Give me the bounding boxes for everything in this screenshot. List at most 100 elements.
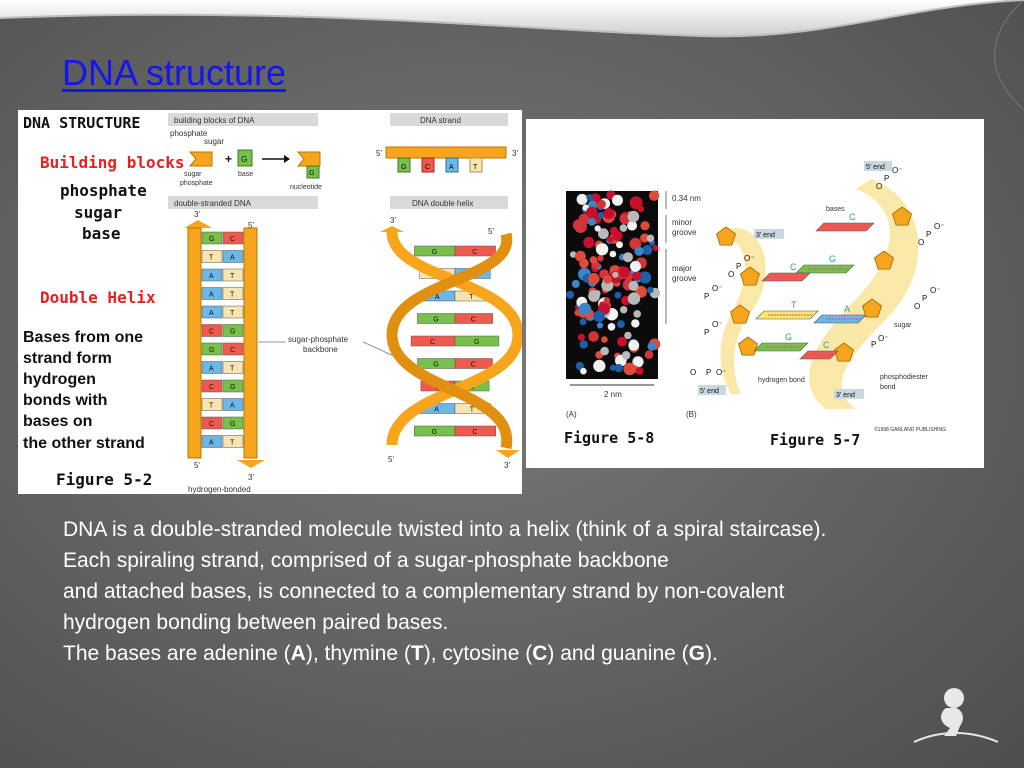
atom-sphere [593, 359, 606, 372]
box-double-helix: DNA double helix [412, 199, 473, 208]
ladder-base-label: A [230, 403, 235, 410]
atom-sphere [647, 286, 654, 294]
ladder-base-label: G [209, 236, 214, 243]
helix-5-bottom: 5' [388, 455, 394, 464]
atom-sphere [617, 336, 627, 347]
label-3end-bottom: 3' end [836, 392, 855, 399]
helix-strand-a [386, 231, 524, 446]
helix-5-top: 5' [488, 227, 494, 236]
atom-sphere [628, 280, 639, 291]
svg-text:P: P [926, 230, 931, 239]
atom-sphere [607, 323, 616, 331]
ladder-base-left [201, 305, 223, 319]
helix-strand-b [386, 232, 513, 450]
figure-5-2-panel: DNA STRUCTURE Building blocks phosphate … [18, 110, 524, 494]
svg-text:O: O [914, 302, 920, 311]
svg-text:O: O [728, 270, 734, 279]
ladder-base-left [201, 435, 223, 448]
base-letter: G [785, 332, 792, 342]
atom-sphere [570, 251, 577, 258]
helix-base-label: C [472, 429, 477, 436]
atom-sphere [603, 208, 615, 220]
label-phosphate: phosphate [170, 129, 208, 138]
atom-sphere [628, 339, 640, 351]
svg-text:O: O [876, 182, 882, 191]
fig-heading: DNA STRUCTURE [23, 114, 140, 132]
atom-sphere [577, 333, 585, 341]
helix-base-right [454, 313, 493, 324]
label-sugar-right: sugar [894, 322, 912, 329]
label-phosphodiester: phosphodiester [880, 374, 929, 381]
svg-text:O: O [918, 238, 924, 247]
helix-base-label: C [471, 317, 476, 324]
ladder-base-right [222, 361, 244, 374]
ladder-base-label: T [230, 440, 235, 447]
ladder-base-label: C [209, 384, 214, 391]
label-5end-bottom: 5' end [700, 388, 719, 395]
label-hbond: hydrogen bond [758, 377, 805, 384]
strand-3-end: 3' [512, 149, 518, 158]
base-g: G [688, 642, 706, 665]
label-minor-2: groove [672, 228, 697, 237]
sugar-ring [716, 226, 736, 246]
atom-sphere [632, 356, 644, 368]
label-phosphodiester-2: bond [880, 384, 896, 391]
label-b: (B) [686, 410, 697, 419]
atom-sphere [633, 310, 641, 318]
svg-text:G: G [241, 155, 247, 164]
atom-sphere [646, 234, 655, 243]
box-dna-strand: DNA strand [420, 116, 461, 125]
bb-sugar: sugar [74, 203, 122, 222]
atom-sphere [644, 350, 654, 359]
sugar-ring [834, 342, 854, 362]
note-line: bonds with [23, 392, 107, 409]
bb-base: base [82, 224, 121, 243]
atom-sphere [614, 291, 622, 299]
label-base: base [238, 171, 253, 178]
label-5end-top: 5' end [866, 164, 885, 171]
base-letter: T [791, 300, 797, 310]
ladder-base-left [201, 231, 223, 245]
ladder-base-left [201, 324, 223, 337]
ladder-base-left [201, 361, 223, 374]
ladder-base-label: A [209, 273, 214, 280]
ladder-base-label: C [230, 347, 235, 354]
atom-sphere [594, 225, 601, 232]
atom-sphere [588, 331, 599, 342]
atom-sphere [598, 228, 609, 240]
helix-base-right [454, 245, 496, 257]
ladder-base-right [222, 379, 244, 393]
atom-sphere [640, 221, 650, 231]
svg-text:P: P [704, 328, 709, 337]
ladder-base-right [222, 305, 244, 319]
caption-5-7: Figure 5-7 [770, 431, 860, 449]
label-hydrogen-bonded: hydrogen-bonded [188, 485, 251, 494]
svg-text:O⁻: O⁻ [934, 222, 944, 231]
atom-sphere [632, 271, 642, 281]
svg-text:O⁻: O⁻ [930, 286, 940, 295]
label-backbone-2: backbone [303, 345, 338, 354]
ladder-base-label: G [230, 421, 235, 428]
ladder-base-right [222, 416, 244, 430]
ladder-base-right [222, 287, 244, 300]
svg-text:O⁻: O⁻ [716, 368, 726, 377]
slide-title[interactable]: DNA structure [62, 52, 287, 93]
ladder-base-label: C [230, 236, 235, 243]
svg-text:O: O [690, 368, 696, 377]
ladder-base-left [201, 287, 223, 300]
ladder-base-label: G [230, 384, 235, 391]
svg-text:P: P [736, 262, 741, 271]
ladder-base-left [201, 379, 223, 393]
box-building-blocks: building blocks of DNA [174, 116, 255, 125]
svg-text:O⁻: O⁻ [744, 254, 754, 263]
atom-sphere [596, 322, 604, 329]
ladder-base-right [222, 435, 244, 448]
label-sugar-phosphate: sugar [184, 171, 202, 178]
label-sugar-phosphate-2: phosphate [180, 180, 213, 187]
atom-sphere [580, 367, 587, 375]
helix-base-label: C [430, 339, 435, 346]
atom-sphere [601, 336, 608, 343]
box-double-stranded: double-stranded DNA [174, 199, 252, 208]
